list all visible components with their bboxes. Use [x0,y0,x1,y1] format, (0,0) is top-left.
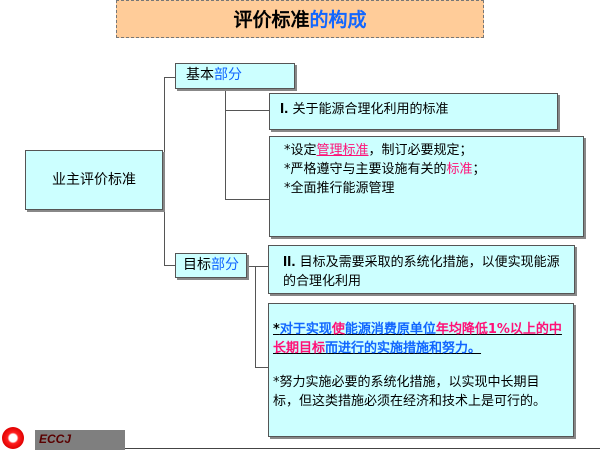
basic-part-node: 基本部分 [175,63,295,89]
connector [247,266,269,267]
text-run: 管理标准 [316,143,369,158]
text-run: 能源消费原单位 [344,322,436,337]
title-part1: 评价标准 [233,9,310,31]
connector [225,199,269,200]
target-part-node: 目标部分 [175,253,247,278]
footer-divider [125,448,600,449]
bullet-item: *全面推行能源管理 [284,179,583,198]
section-2-text: 目标及需要采取的系统化措施，以便实现能源的合理化利用 [283,255,560,289]
target-item-1: *对于实现使能源消费原单位年均降低1%以上的中长期目标而进行的实施措施和努力。 [273,320,565,358]
text-run: 标准 [446,162,473,177]
connector [255,367,269,368]
text-run: * [284,162,291,177]
connector [164,77,175,78]
connector [164,77,165,266]
bullet-item: *设定管理标准，制订必要规定； [284,141,583,160]
section-1-node: I. 关于能源合理化利用的标准 [269,93,558,130]
connector [255,266,256,368]
text-run: 年均降低1%以上的中长期目标 [273,322,562,356]
target-item-2: *努力实施必要的系统化措施，以实现中长期目标，但这类措施必须在经济和技术上是可行… [273,375,547,409]
basic-bullets-node: *设定管理标准，制订必要规定； *严格遵守与主要设施有关的标准； *全面推行能源… [269,136,584,237]
section-1-text: 关于能源合理化利用的标准 [292,102,449,117]
title-part2: 的构成 [309,9,367,31]
text-run: 严格遵守与主要设施有关的 [290,162,447,177]
page-title: 评价标准的构成 [116,0,484,38]
connector [225,89,226,200]
target-label-a: 目标 [183,257,211,273]
text-run: ； [472,162,486,177]
section-2-node: II. 目标及需要采取的系统化措施，以便实现能源的合理化利用 [268,245,575,294]
footer-bar: ECCJ [35,430,125,450]
text-run: * [284,143,291,158]
footer-logo-text: ECCJ [39,432,72,446]
connector [225,110,269,111]
text-run: 对于实现 [279,322,332,337]
text-run: 设定 [290,143,317,158]
target-details-node: *对于实现使能源消费原单位年均降低1%以上的中长期目标而进行的实施措施和努力。 … [268,303,574,437]
text-run: ，制订必要规定； [368,143,473,158]
text-run: 而进行的实施措施和努力。 [325,341,482,356]
connector [164,265,175,266]
section-2-numeral: II. [283,253,296,270]
root-node: 业主评价标准 [25,150,163,210]
text-run: 使 [331,322,345,337]
basic-label-a: 基本 [186,67,214,83]
eccj-logo-icon [2,427,24,449]
text-run: * [273,322,280,337]
section-1-numeral: I. [280,100,289,117]
text-run: 全面推行能源管理 [290,181,395,196]
text-run: * [284,181,291,196]
target-label-b: 部分 [211,257,239,273]
basic-label-b: 部分 [214,67,242,83]
bullet-item: *严格遵守与主要设施有关的标准； [284,160,583,179]
root-label: 业主评价标准 [52,172,136,188]
